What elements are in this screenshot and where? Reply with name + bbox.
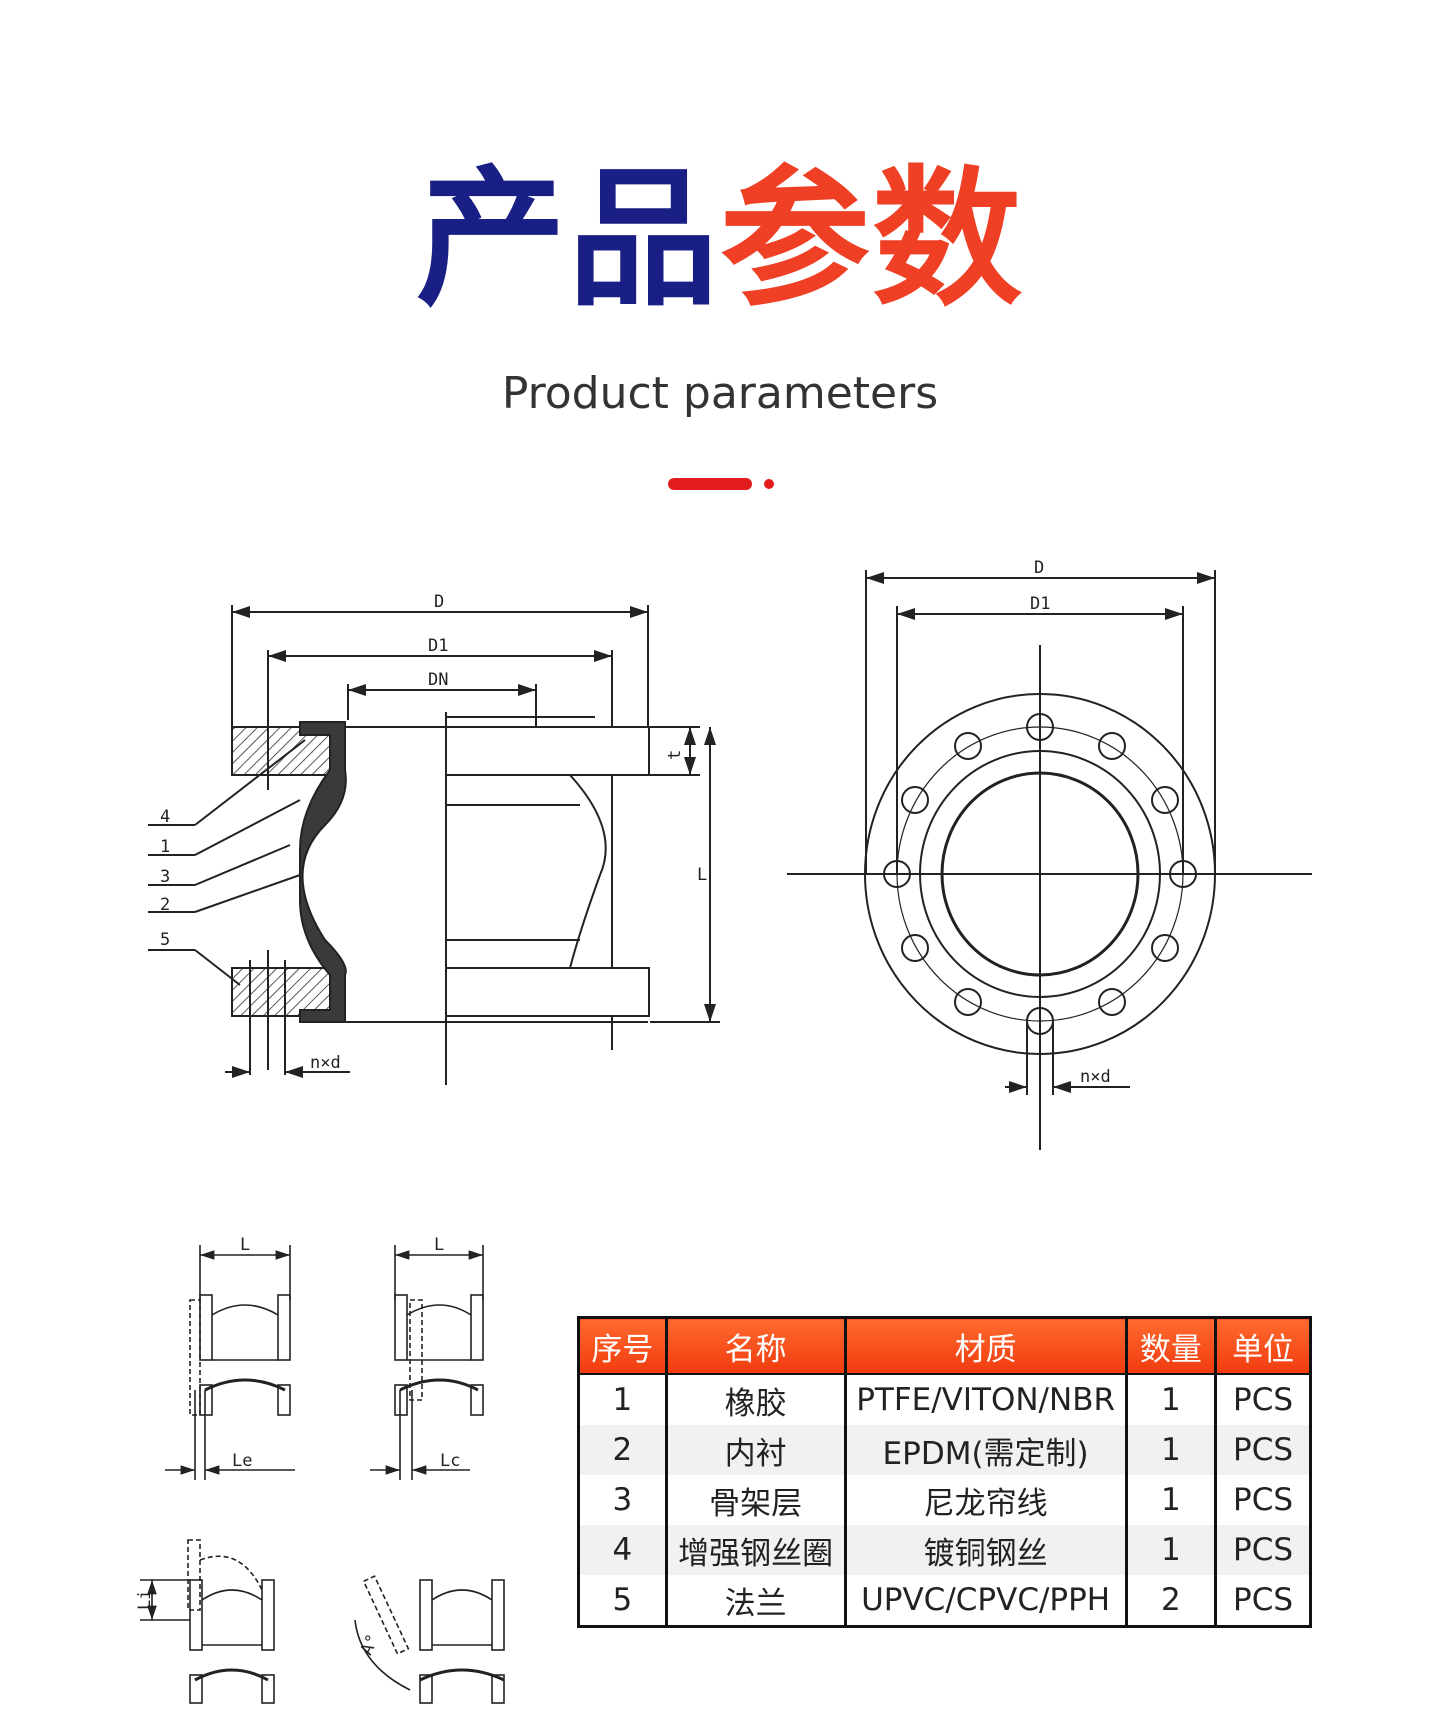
cell-quantity: 2 [1124,1575,1218,1627]
label-Li: Li [135,1590,155,1610]
cell-unit: PCS [1214,1525,1312,1575]
label-nd-side: n×d [310,1053,341,1073]
page-title: 产品参数 [0,165,1440,315]
cell-material: 镀铜钢丝 [843,1525,1128,1575]
flange-front-view [787,570,1312,1150]
table-row: 3 骨架层 尼龙帘线 1 PCS [577,1475,1312,1525]
cell-unit: PCS [1214,1475,1312,1525]
label-L-view2: L [434,1235,444,1255]
col-header-index: 序号 [577,1316,668,1375]
table-row: 4 增强钢丝圈 镀铜钢丝 1 PCS [577,1525,1312,1575]
label-D1-front: D1 [1030,594,1050,614]
cell-index: 1 [577,1374,668,1425]
cell-index: 5 [577,1575,668,1627]
decorative-dot [764,479,774,489]
cell-index: 2 [577,1425,668,1475]
cell-name: 骨架层 [664,1475,847,1525]
callout-4: 4 [160,807,170,827]
cell-material: UPVC/CPVC/PPH [843,1575,1128,1627]
table-row: 2 内衬 EPDM(需定制) 1 PCS [577,1425,1312,1475]
label-L-side: L [697,865,707,885]
callout-3: 3 [160,867,170,887]
label-DN: DN [428,670,448,690]
label-A: A° [357,1631,384,1658]
cell-unit: PCS [1214,1575,1312,1627]
cell-unit: PCS [1214,1425,1312,1475]
cell-index: 3 [577,1475,668,1525]
callout-5: 5 [160,930,170,950]
label-L-view1: L [240,1235,250,1255]
callout-1: 1 [160,837,170,857]
side-section-view [148,605,720,1085]
col-header-quantity: 数量 [1124,1316,1218,1375]
cell-material: PTFE/VITON/NBR [843,1374,1128,1425]
decorative-underline [668,478,752,490]
cell-name: 增强钢丝圈 [664,1525,847,1575]
col-header-material: 材质 [843,1316,1128,1375]
label-D1-side: D1 [428,636,448,656]
col-header-unit: 单位 [1214,1316,1312,1375]
label-t: t [665,750,685,760]
label-Le: Le [232,1451,252,1471]
title-part-red: 参数 [720,153,1025,327]
cell-name: 内衬 [664,1425,847,1475]
cell-quantity: 1 [1124,1374,1218,1425]
cell-material: 尼龙帘线 [843,1475,1128,1525]
page-subtitle: Product parameters [501,368,939,419]
cell-name: 橡胶 [664,1374,847,1425]
table-header-row: 序号 名称 材质 数量 单位 [577,1316,1312,1375]
title-part-blue: 产品 [415,153,720,327]
cell-unit: PCS [1214,1374,1312,1425]
table-row: 5 法兰 UPVC/CPVC/PPH 2 PCS [577,1575,1312,1627]
cell-index: 4 [577,1525,668,1575]
cell-quantity: 1 [1124,1425,1218,1475]
label-D-side: D [434,592,444,612]
deformation-views [140,1245,505,1704]
label-Lc: Lc [440,1451,460,1471]
parameters-table: 序号 名称 材质 数量 单位 1 橡胶 PTFE/VITON/NBR 1 PCS… [577,1316,1312,1628]
col-header-name: 名称 [664,1316,847,1375]
label-nd-front: n×d [1080,1067,1111,1087]
cell-quantity: 1 [1124,1525,1218,1575]
table-row: 1 橡胶 PTFE/VITON/NBR 1 PCS [577,1374,1312,1425]
cell-name: 法兰 [664,1575,847,1627]
cell-quantity: 1 [1124,1475,1218,1525]
cell-material: EPDM(需定制) [843,1425,1128,1475]
label-D-front: D [1034,558,1044,578]
callout-2: 2 [160,895,170,915]
